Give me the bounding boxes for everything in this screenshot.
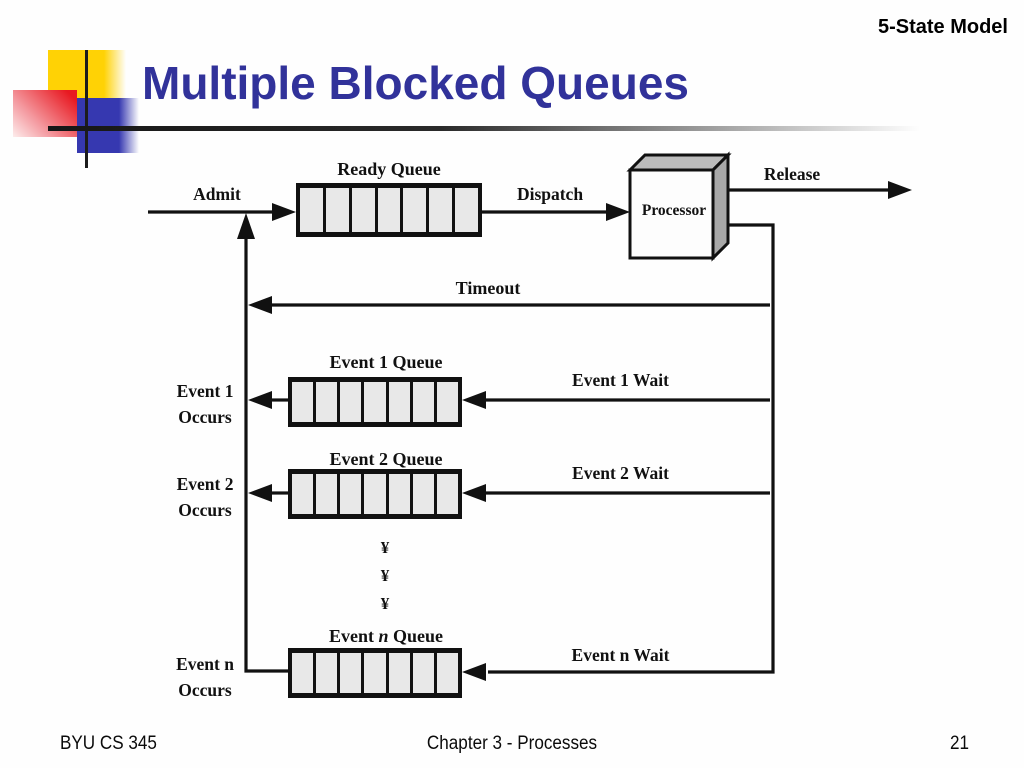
queue-cell [361, 474, 386, 514]
release-label: Release [763, 164, 821, 184]
processor-box-front-face [628, 168, 715, 260]
dispatch-label: Dispatch [516, 184, 584, 204]
event1-queue-label: Event 1 Queue [329, 352, 443, 372]
ellipsis-symbol: ¥ [380, 566, 390, 585]
queue-cell [452, 188, 479, 232]
processor-box-right-face [711, 151, 730, 262]
ellipsis-symbol: ¥ [380, 538, 390, 557]
admit-arrowhead [272, 203, 296, 221]
queue-cell [385, 382, 410, 422]
decoration-vertical-line [85, 50, 88, 168]
queue-cell [433, 382, 458, 422]
dispatch-arrowhead [606, 203, 630, 221]
eventn-wait-label: Event n Wait [571, 645, 670, 665]
queue-cell [313, 382, 338, 422]
page-title: Multiple Blocked Queues [142, 57, 689, 109]
queue-cell [292, 653, 314, 693]
decoration-blue-fade [119, 98, 139, 153]
event1-occurs-line2: Occurs [178, 407, 232, 427]
event2-wait-label: Event 2 Wait [572, 463, 669, 483]
queue-cell [426, 188, 453, 232]
left-collector-line [244, 237, 290, 673]
corner-label: 5-State Model [877, 16, 1008, 38]
eventn-occurs-line2: Occurs [178, 680, 232, 700]
queue-cell [292, 474, 314, 514]
queue-cell [337, 653, 362, 693]
collector-up-arrowhead [237, 213, 255, 239]
event1-queue-box [288, 377, 462, 427]
eventn-queue-box [288, 648, 462, 698]
release-arrowhead [888, 181, 912, 199]
event2-wait-arrowhead [462, 484, 486, 502]
footer-chapter: Chapter 3 - Processes [426, 733, 598, 754]
queue-cell [409, 653, 434, 693]
queue-cell [313, 474, 338, 514]
timeout-label: Timeout [455, 278, 521, 298]
queue-cell [292, 382, 314, 422]
queue-cell [400, 188, 427, 232]
timeout-arrowhead [248, 296, 272, 314]
right-collector-line [488, 223, 775, 674]
footer-page-number: 21 [949, 733, 969, 754]
queue-cell [409, 382, 434, 422]
event1-wait-label: Event 1 Wait [572, 370, 669, 390]
ellipsis-symbol: ¥ [380, 594, 390, 613]
event2-queue-label: Event 2 Queue [329, 449, 443, 469]
queue-cell [361, 382, 386, 422]
event1-occurs-arrowhead [248, 391, 272, 409]
eventn-wait-arrowhead [462, 663, 486, 681]
queue-cell [348, 188, 375, 232]
queue-cell [409, 474, 434, 514]
queue-cell [322, 188, 349, 232]
eventn-queue-label-prefix: Event [328, 626, 379, 646]
event1-occurs-line1: Event 1 [176, 381, 234, 401]
event1-occurs-label: Event 1 Occurs [164, 378, 246, 430]
eventn-queue-label: Event n Queue [296, 627, 476, 646]
event2-occurs-label: Event 2 Occurs [164, 471, 246, 523]
eventn-occurs-label: Event n Occurs [164, 651, 246, 703]
queue-cell [433, 653, 458, 693]
eventn-queue-label-n: n [378, 626, 389, 646]
queue-cell [337, 382, 362, 422]
queue-cell [433, 474, 458, 514]
event1-wait-arrowhead [462, 391, 486, 409]
title-underline-rule [48, 126, 920, 131]
queue-cell [361, 653, 386, 693]
eventn-queue-label-suffix: Queue [388, 626, 444, 646]
queue-cell [300, 188, 323, 232]
ready-queue-box [296, 183, 482, 237]
decoration-yellow-fade [104, 50, 126, 100]
event2-occurs-line2: Occurs [178, 500, 232, 520]
ellipsis-symbols: ¥ ¥ ¥ [370, 534, 400, 618]
decoration-blue-square [77, 98, 119, 153]
admit-label: Admit [193, 184, 241, 204]
processor-label: Processor [641, 202, 707, 219]
queue-cell [374, 188, 401, 232]
footer-course: BYU CS 345 [60, 733, 157, 754]
queue-cell [313, 653, 338, 693]
queue-cell [385, 653, 410, 693]
event2-occurs-line1: Event 2 [176, 474, 234, 494]
event2-occurs-arrowhead [248, 484, 272, 502]
queue-cell [337, 474, 362, 514]
eventn-occurs-line1: Event n [176, 654, 234, 674]
queue-cell [385, 474, 410, 514]
ready-queue-label: Ready Queue [337, 159, 441, 179]
event2-queue-box [288, 469, 462, 519]
